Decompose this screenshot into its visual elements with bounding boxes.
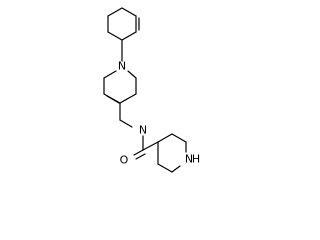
bond [121,7,137,17]
bond [135,153,146,160]
bond [119,119,133,128]
piperidine-ring [157,133,187,173]
bond [106,95,120,104]
piperidine-nitrogen-label: N [185,153,193,166]
structure-diagram: N N O N H [103,7,200,173]
bond [171,133,187,143]
ring-nitrogen-label: N [118,60,126,73]
bond [127,70,137,79]
bond [119,93,137,104]
bond [107,31,123,41]
carbonyl-oxygen-label: O [120,154,129,167]
tetrahydropyridine-ring [103,70,137,104]
bond [103,70,117,79]
bond [142,141,159,151]
bond [107,7,123,17]
bond [157,163,173,173]
bond [121,31,137,41]
bond [157,133,173,143]
amide-nitrogen-label: N [139,124,147,137]
molecule-canvas: N N O N H [103,7,200,173]
bond [171,165,181,173]
bond [133,149,144,156]
piperidine-hydrogen-label: H [192,153,200,166]
cyclohexene-ring [107,7,140,41]
